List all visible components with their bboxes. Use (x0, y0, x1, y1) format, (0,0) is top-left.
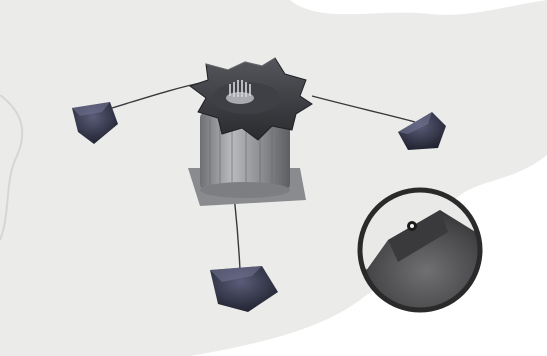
inset-detail (358, 188, 482, 312)
